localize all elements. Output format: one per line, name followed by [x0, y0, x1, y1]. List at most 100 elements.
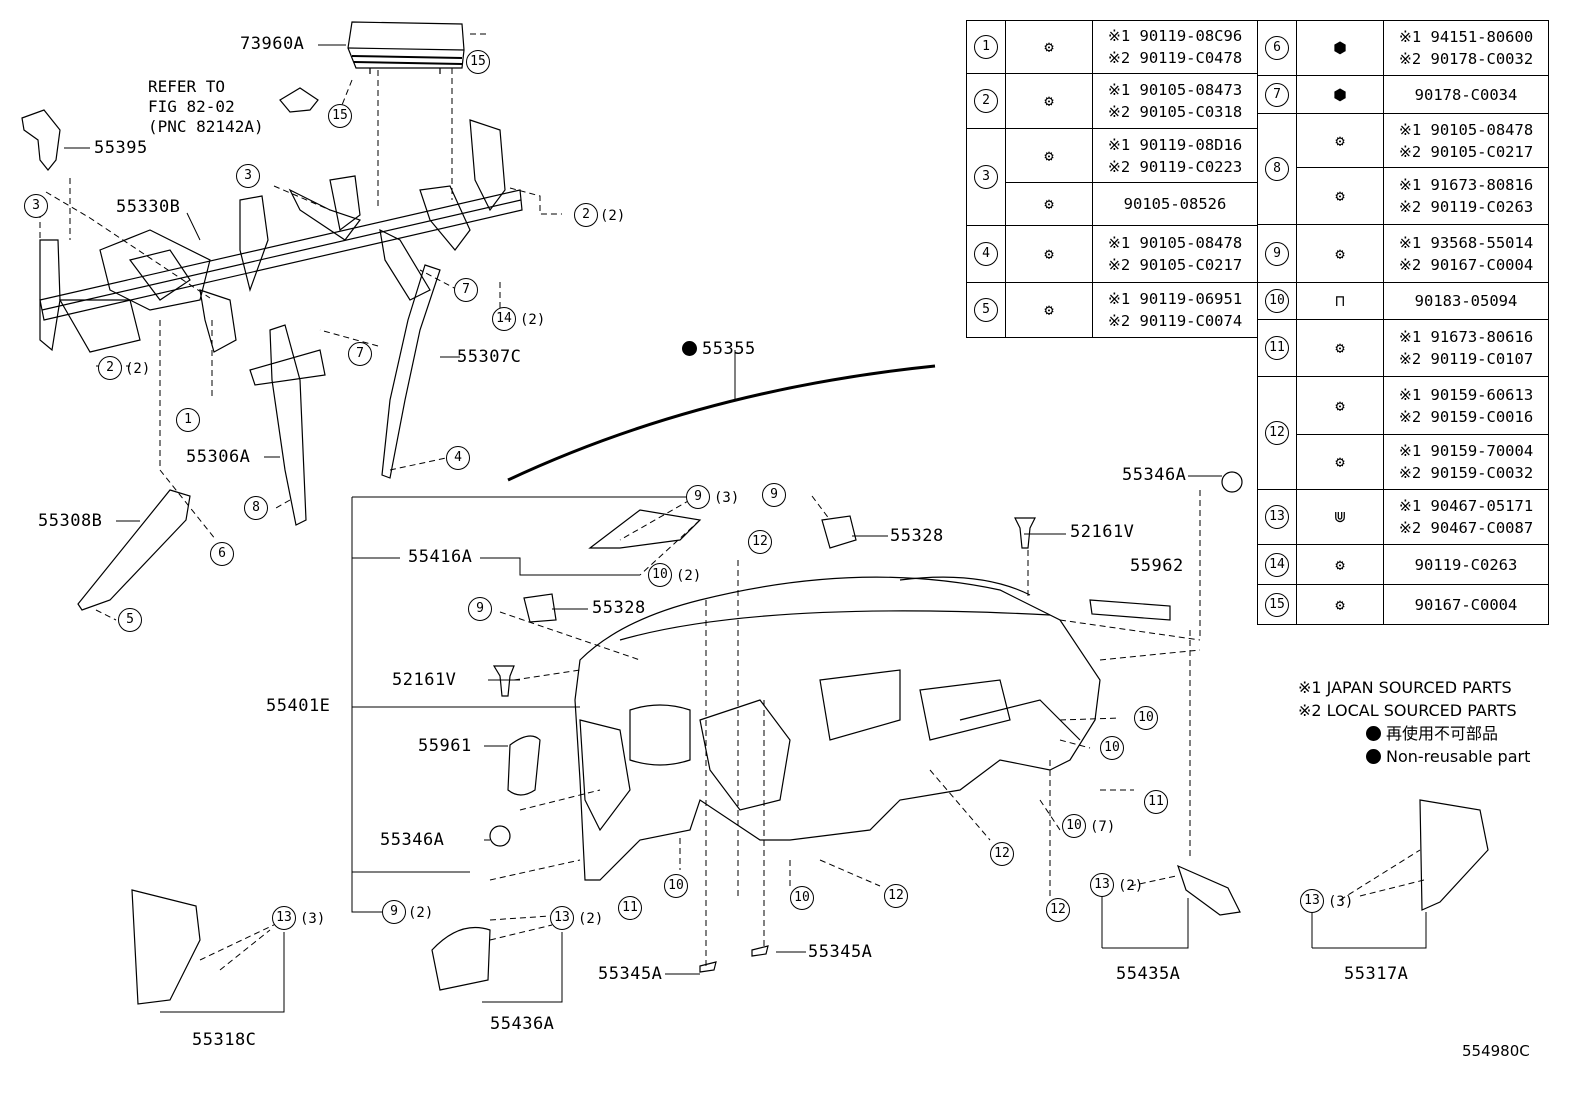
label-52161V-left: 52161V	[392, 670, 457, 690]
table-pn-8b: ※1 91673-80816※2 90119-C0263	[1383, 167, 1549, 225]
brace-55306A-drawing	[269, 324, 307, 526]
qty-10-r3: (7)	[1090, 819, 1116, 835]
callout-8: 8	[244, 496, 268, 520]
table-pn-15: 90167-C0004	[1383, 584, 1549, 625]
table-no-12: 12	[1265, 421, 1289, 445]
table-row-no: 4	[966, 225, 1006, 283]
vent-55961-drawing	[507, 735, 541, 796]
label-55355-text: 55355	[702, 339, 756, 359]
table-pn-3a: ※1 90119-08D16※2 90119-C0223	[1092, 128, 1258, 183]
table-no-6: 6	[1265, 36, 1289, 60]
callout-9-mid: 9	[468, 597, 492, 621]
qty-13-b: (2)	[578, 911, 604, 927]
callout-14: 14	[492, 307, 516, 331]
table-pn-14: 90119-C0263	[1383, 544, 1549, 585]
label-55345A-left: 55345A	[598, 964, 663, 984]
note-non-reusable-jp-text: 再使用不可部品	[1386, 724, 1499, 743]
note-japan-sourced: ※1 JAPAN SOURCED PARTS	[1298, 678, 1512, 697]
callout-12-top: 12	[748, 530, 772, 554]
callout-12-low: 12	[884, 884, 908, 908]
label-55307C: 55307C	[457, 347, 522, 367]
label-55346A-right: 55346A	[1122, 465, 1187, 485]
label-55416A: 55416A	[408, 547, 473, 567]
label-55346A-left: 55346A	[380, 830, 445, 850]
table-no-2: 2	[974, 89, 998, 113]
label-55308B: 55308B	[38, 511, 103, 531]
bolt-icon: ⚙	[1005, 182, 1093, 226]
table-pn-7: 90178-C0034	[1383, 75, 1549, 114]
table-pn-9: ※1 93568-55014※2 90167-C0004	[1383, 224, 1549, 283]
bolt-icon: ⚙	[1296, 376, 1384, 435]
table-no-11: 11	[1265, 336, 1289, 360]
bolt-icon: ⚙	[1296, 544, 1384, 585]
u-nut-icon: ⊓	[1296, 282, 1384, 320]
callout-2-left: 2	[98, 356, 122, 380]
table-pn-5: ※1 90119-06951※2 90119-C0074	[1092, 282, 1258, 338]
qty-13-c: (2)	[1118, 878, 1144, 894]
table-no-14: 14	[1265, 552, 1289, 577]
qty-2-left: (2)	[125, 361, 151, 377]
qty-14: (2)	[520, 312, 546, 328]
qty-9-low: (2)	[408, 905, 434, 921]
table-pn-11: ※1 91673-80616※2 90119-C0107	[1383, 319, 1549, 377]
table-no-4: 4	[974, 242, 998, 266]
label-55328-upper: 55328	[890, 526, 944, 546]
bolt-icon: ⚙	[1005, 282, 1093, 338]
callout-6: 6	[210, 542, 234, 566]
callout-12-right: 12	[1046, 898, 1070, 922]
callout-10-mid: 10	[664, 874, 688, 898]
note-local-sourced: ※2 LOCAL SOURCED PARTS	[1298, 701, 1517, 720]
bracket-55395-drawing	[21, 109, 61, 171]
label-55306A: 55306A	[186, 447, 251, 467]
label-55961: 55961	[418, 736, 472, 756]
strip-55355-drawing	[507, 364, 936, 482]
note-non-reusable-en: Non-reusable part	[1366, 745, 1530, 768]
refer-bracket-drawing	[279, 87, 319, 113]
table-no-9: 9	[1265, 241, 1289, 266]
clip-icon: ⋓	[1296, 489, 1384, 545]
flange-nut-icon: ⬢	[1296, 75, 1384, 114]
bolt-icon: ⚙	[1296, 224, 1384, 283]
bolt-icon: ⚙	[1005, 225, 1093, 283]
bolt-icon: ⚙	[1296, 319, 1384, 377]
table-no-8: 8	[1265, 157, 1289, 181]
callout-3-upper: 3	[236, 164, 260, 188]
table-no-13: 13	[1265, 505, 1289, 529]
label-55395: 55395	[94, 138, 148, 158]
table-pn-8a: ※1 90105-08478※2 90105-C0217	[1383, 113, 1549, 168]
qty-2-right: (2)	[600, 208, 626, 224]
refer-note: REFER TO FIG 82-02 (PNC 82142A)	[148, 77, 264, 136]
callout-5: 5	[118, 608, 142, 632]
bracket-55416A-drawing	[588, 509, 702, 549]
table-row-no: 3	[966, 128, 1006, 226]
callout-13-a: 13	[272, 906, 296, 930]
label-55401E: 55401E	[266, 696, 331, 716]
table-pn-12a: ※1 90159-60613※2 90159-C0016	[1383, 376, 1549, 435]
callout-9-low: 9	[382, 900, 406, 924]
note-non-reusable-en-text: Non-reusable part	[1386, 747, 1531, 766]
qty-13-a: (3)	[300, 911, 326, 927]
clip-52161V-drawing	[1014, 517, 1036, 549]
brace-55306A-arm	[249, 349, 326, 386]
clip-52161Vb-drawing	[492, 665, 515, 697]
figure-number: 554980C	[1462, 1042, 1530, 1060]
callout-7-left: 7	[348, 342, 372, 366]
callout-10-r1: 10	[1134, 706, 1158, 730]
legend-notes: ※1 JAPAN SOURCED PARTS ※2 LOCAL SOURCED …	[1298, 676, 1530, 768]
callout-13-d: 13	[1300, 889, 1324, 913]
table-pn-4: ※1 90105-08478※2 90105-C0217	[1092, 225, 1258, 283]
plug-55346Ab-drawing	[1221, 471, 1243, 493]
callout-12-mid: 12	[990, 842, 1014, 866]
callout-10-top: 10	[648, 563, 672, 587]
clip-55345A-drawing	[699, 945, 769, 973]
note-non-reusable-jp: 再使用不可部品	[1366, 722, 1530, 745]
fastener-table-left: 1 ⚙ ※1 90119-08C96※2 90119-C0478 2 ⚙ ※1 …	[966, 20, 1258, 338]
callout-11-left: 11	[618, 896, 642, 920]
table-row-no: 5	[966, 282, 1006, 338]
label-73960A: 73960A	[240, 34, 305, 54]
bolt-icon: ⚙	[1005, 128, 1093, 183]
leader-lines	[64, 44, 1427, 1013]
callout-7-right: 7	[454, 278, 478, 302]
table-pn-13: ※1 90467-05171※2 90467-C0087	[1383, 489, 1549, 545]
